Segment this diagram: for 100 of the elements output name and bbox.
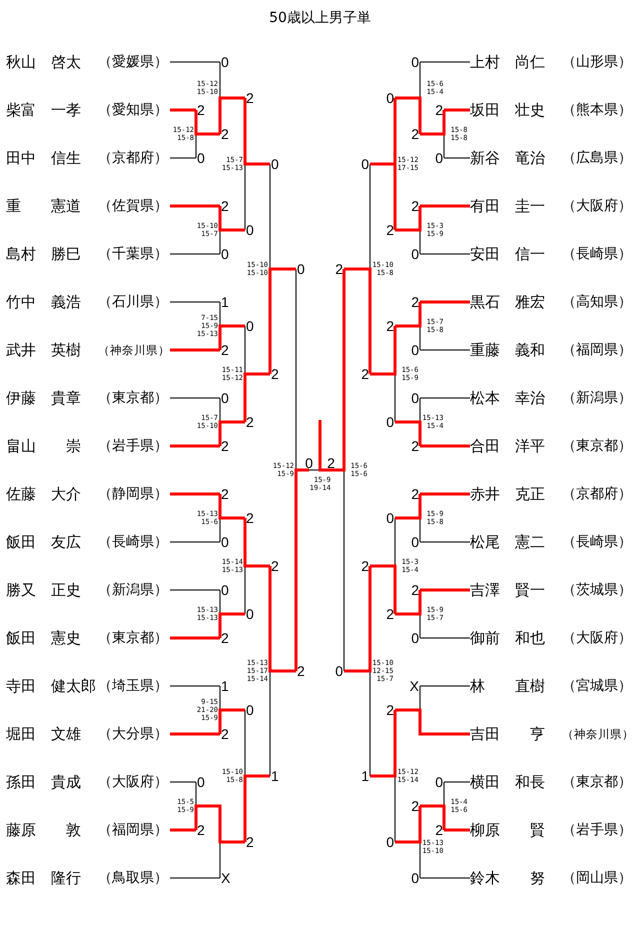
prefecture-label: （東京都） — [562, 773, 632, 791]
result-mark: 2 — [434, 103, 444, 117]
bracket-line — [168, 636, 220, 640]
result-mark: 0 — [270, 157, 280, 171]
player-name: 秋山 啓太 — [6, 52, 81, 72]
bracket-line — [244, 98, 270, 166]
prefecture-label: （埼玉県） — [98, 677, 168, 695]
player-name: 松尾 憲二 — [470, 532, 545, 552]
bracket-line — [218, 420, 245, 446]
bracket-line — [268, 566, 296, 672]
player-name: 竹中 義浩 — [6, 292, 81, 312]
player-name: 重 憲道 — [6, 196, 81, 216]
result-mark: 2 — [220, 127, 230, 141]
result-mark: 2 — [334, 262, 344, 276]
bracket-line — [420, 110, 446, 136]
prefecture-label: （愛媛県） — [98, 53, 168, 71]
result-mark: 0 — [385, 415, 395, 429]
prefecture-label: （長崎県） — [562, 533, 632, 551]
result-mark: 2 — [196, 823, 206, 837]
result-mark: 0 — [410, 391, 420, 405]
prefecture-label: （岩手県） — [562, 821, 632, 839]
result-mark: 1 — [220, 679, 230, 693]
bracket-line — [194, 110, 220, 136]
prefecture-label: （山形県） — [562, 53, 632, 71]
prefecture-label: （福岡県） — [98, 821, 168, 839]
bracket-line — [420, 444, 472, 448]
player-name: 横田 和長 — [470, 772, 545, 792]
result-mark: 2 — [410, 439, 420, 453]
player-name: 勝又 正史 — [6, 580, 81, 600]
bracket-line — [444, 108, 472, 112]
result-mark: 2 — [245, 835, 255, 849]
result-mark: 2 — [385, 223, 395, 237]
result-mark: 2 — [434, 823, 444, 837]
prefecture-label: （岡山県） — [562, 869, 632, 887]
result-mark: 2 — [245, 511, 255, 525]
prefecture-label: （鳥取県） — [98, 869, 168, 887]
bracket-line — [218, 612, 245, 638]
bracket-line — [395, 590, 422, 616]
bracket-line — [168, 492, 220, 496]
result-mark: 0 — [385, 835, 395, 849]
result-mark: 2 — [220, 343, 230, 357]
result-mark: 0 — [334, 664, 344, 678]
player-name: 上村 尚仁 — [470, 52, 545, 72]
bracket-line — [331, 269, 346, 472]
bracket-line — [370, 326, 396, 376]
result-mark: 0 — [245, 319, 255, 333]
prefecture-label: （高知県） — [562, 293, 632, 311]
player-name: 柴富 一孝 — [6, 100, 81, 120]
bracket-line — [168, 828, 196, 832]
prefecture-label: （東京都） — [98, 629, 168, 647]
bracket-line — [168, 108, 196, 112]
player-name: 佐藤 大介 — [6, 484, 81, 504]
player-name: 赤井 克正 — [470, 484, 545, 504]
result-mark: 0 — [220, 247, 230, 261]
player-name: 武井 英樹 — [6, 340, 81, 360]
bracket-line — [420, 492, 472, 496]
bracket-line — [395, 302, 422, 328]
result-mark: 2 — [410, 583, 420, 597]
result-mark: 2 — [220, 439, 230, 453]
bracket-line — [370, 710, 396, 778]
prefecture-label: （神奈川県） — [562, 726, 634, 743]
player-name: 林 直樹 — [470, 676, 545, 696]
bracket-line — [244, 774, 270, 842]
bracket-line — [370, 162, 396, 230]
result-mark: 2 — [270, 367, 280, 381]
player-name: 御前 和也 — [470, 628, 545, 648]
bracket-line — [218, 708, 245, 734]
player-name: 有田 圭一 — [470, 196, 545, 216]
bracket-line — [218, 206, 245, 232]
result-mark: 0 — [410, 55, 420, 69]
bracket-line — [395, 806, 422, 844]
player-name: 重藤 義和 — [470, 340, 545, 360]
player-name: 畠山 崇 — [6, 436, 81, 456]
prefecture-label: （広島県） — [562, 149, 632, 167]
prefecture-label: （熊本県） — [562, 101, 632, 119]
prefecture-label: （大阪府） — [562, 629, 632, 647]
result-mark: 1 — [270, 769, 280, 783]
bracket-line — [395, 420, 422, 446]
player-name: 孫田 貴成 — [6, 772, 81, 792]
result-mark: 2 — [245, 415, 255, 429]
player-name: 柳原 賢 — [470, 820, 545, 840]
result-mark: 2 — [326, 456, 336, 470]
result-mark: 2 — [410, 199, 420, 213]
bracket-line — [370, 564, 396, 614]
bracket-line — [444, 828, 472, 832]
player-name: 坂田 壮史 — [470, 100, 545, 120]
prefecture-label: （東京都） — [562, 437, 632, 455]
result-mark: 2 — [410, 799, 420, 813]
result-mark: 2 — [270, 559, 280, 573]
result-mark: 2 — [220, 727, 230, 741]
player-name: 黒石 雅宏 — [470, 292, 545, 312]
player-name: 堀田 文雄 — [6, 724, 81, 744]
bracket-line — [420, 588, 472, 592]
result-mark: 2 — [296, 664, 306, 678]
result-mark: 0 — [360, 157, 370, 171]
bracket-line — [344, 566, 372, 672]
title: 50歳以上男子単 — [269, 9, 371, 27]
bracket-line — [218, 96, 245, 134]
bracket-line — [318, 420, 331, 472]
player-name: 田中 信生 — [6, 148, 81, 168]
